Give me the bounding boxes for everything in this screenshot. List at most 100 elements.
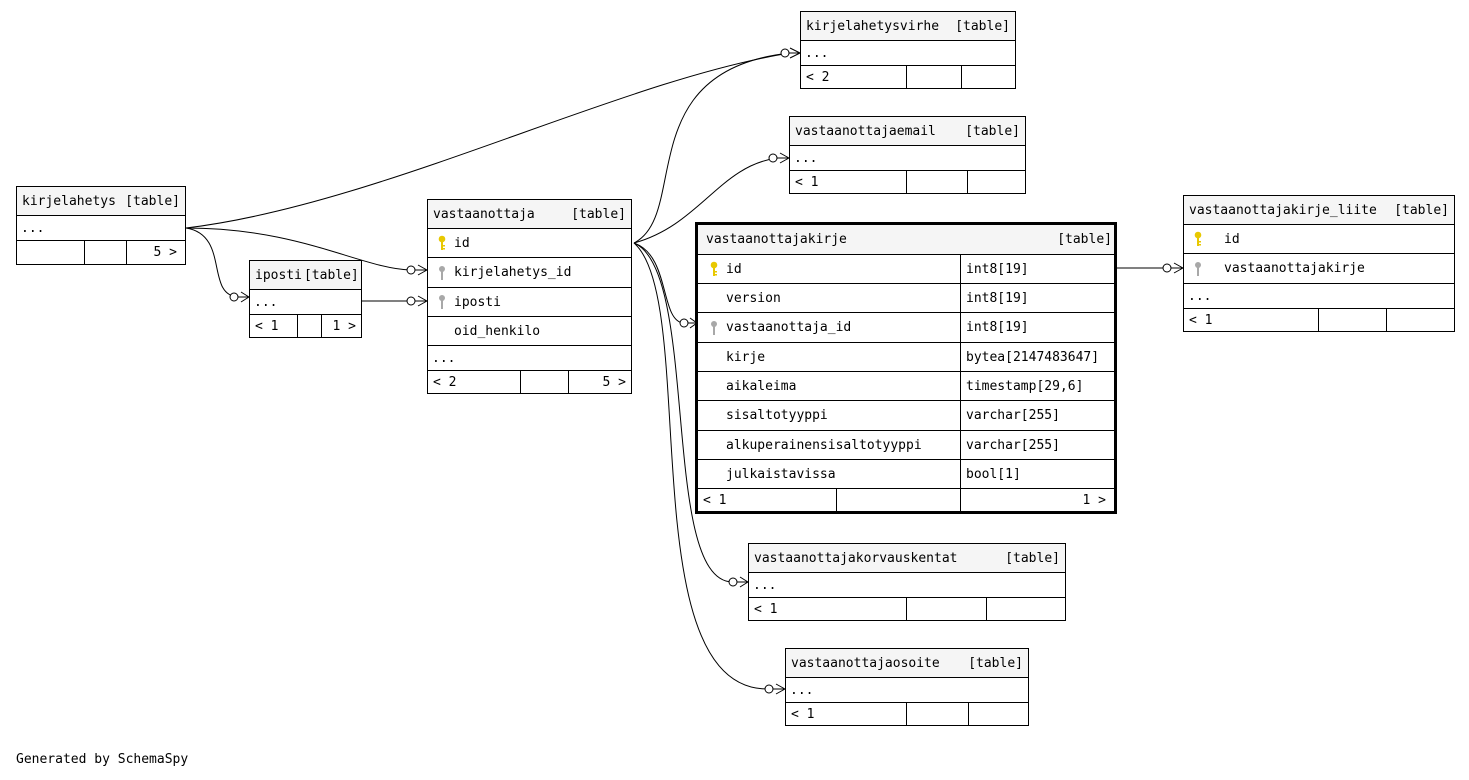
table-type-tag: [table] (1005, 550, 1060, 566)
table-header: vastaanottajakirje [table] (698, 225, 1114, 255)
crow-foot-vastaanottaja-iposti (406, 295, 428, 307)
crow-foot-osoite (764, 683, 786, 695)
column-row: kirje bytea[2147483647] (698, 343, 1114, 372)
ellipsis-row: ... (790, 146, 1025, 171)
column-type: int8[19] (960, 255, 1114, 283)
table-header: vastaanottajakirje_liite [table] (1184, 196, 1454, 225)
crow-foot-vastaanottaja-kirjelahetys (406, 264, 428, 276)
primary-key-icon (1190, 231, 1206, 247)
parent-count: < 1 (255, 318, 279, 334)
column-type: int8[19] (960, 313, 1114, 342)
table-kirjelahetys[interactable]: kirjelahetys [table] ... 5 > (16, 186, 186, 265)
table-type-tag: [table] (955, 18, 1010, 34)
ellipsis-row: ... (1184, 284, 1454, 309)
parent-count: < 1 (791, 706, 815, 722)
ellipsis-row: ... (786, 678, 1028, 703)
table-vastaanottaja[interactable]: vastaanottaja [table] id kirjelahetys_id… (427, 199, 632, 394)
ellipsis-row: ... (17, 216, 185, 241)
table-footer: < 1 1 > (250, 315, 361, 337)
table-footer: < 1 (749, 598, 1065, 620)
footer-middle (1318, 309, 1386, 331)
generated-by-label: Generated by SchemaSpy (16, 752, 189, 767)
column-type: varchar[255] (960, 431, 1114, 459)
footer-middle (297, 315, 321, 337)
table-name: vastaanottajaemail (795, 123, 936, 139)
table-footer: < 2 5 > (428, 371, 631, 393)
footer-middle (906, 598, 986, 620)
column-row: id (1184, 225, 1454, 254)
column-name: kirjelahetys_id (454, 265, 572, 280)
table-header: vastaanottajakorvauskentat [table] (749, 544, 1065, 573)
table-vastaanottajakirje[interactable]: vastaanottajakirje [table] id int8[19] v… (695, 222, 1117, 514)
column-name: id (454, 235, 470, 251)
table-type-tag: [table] (968, 655, 1023, 671)
parent-count: < 1 (754, 601, 778, 617)
column-row: id int8[19] (698, 255, 1114, 284)
table-name: vastaanottajaosoite (791, 655, 940, 671)
parent-count: < 2 (806, 69, 830, 85)
child-count: 5 > (126, 241, 185, 264)
child-count (986, 598, 1065, 620)
table-vastaanottajakorvauskentat[interactable]: vastaanottajakorvauskentat [table] ... <… (748, 543, 1066, 621)
column-type: varchar[255] (960, 401, 1114, 430)
crow-foot-kirjelahetysvirhe (780, 47, 801, 59)
table-footer: < 1 (790, 171, 1025, 193)
table-type-tag: [table] (1057, 232, 1112, 247)
column-type: bytea[2147483647] (960, 343, 1114, 371)
footer-middle (84, 241, 126, 264)
column-row: kirjelahetys_id (428, 258, 631, 288)
column-name: id (726, 261, 742, 277)
table-footer: < 1 (1184, 309, 1454, 331)
child-count: 5 > (568, 371, 631, 393)
ellipsis-row: ... (428, 346, 631, 371)
table-iposti[interactable]: iposti [table] ... < 1 1 > (249, 260, 362, 338)
table-vastaanottajakirje-liite[interactable]: vastaanottajakirje_liite [table] id vast… (1183, 195, 1455, 332)
column-name: vastaanottajakirje (1224, 261, 1365, 276)
column-row: sisaltotyyppi varchar[255] (698, 401, 1114, 431)
column-row: oid_henkilo (428, 317, 631, 346)
table-kirjelahetysvirhe[interactable]: kirjelahetysvirhe [table] ... < 2 (800, 11, 1016, 89)
foreign-key-icon (1190, 261, 1206, 277)
column-row: iposti (428, 288, 631, 317)
column-type: timestamp[29,6] (960, 372, 1114, 400)
table-name: kirjelahetys (22, 193, 116, 209)
child-count (1386, 309, 1454, 331)
column-row: alkuperainensisaltotyyppi varchar[255] (698, 431, 1114, 460)
footer-middle (906, 66, 961, 88)
column-name: id (1224, 231, 1240, 247)
child-count (967, 171, 1025, 193)
table-header: vastaanottajaemail [table] (790, 117, 1025, 146)
table-vastaanottajaosoite[interactable]: vastaanottajaosoite [table] ... < 1 (785, 648, 1029, 726)
ellipsis-row: ... (250, 290, 361, 315)
column-row: version int8[19] (698, 284, 1114, 313)
footer-middle (906, 703, 968, 725)
ellipsis-row: ... (801, 41, 1015, 66)
table-header: vastaanottaja [table] (428, 200, 631, 229)
table-name: vastaanottajakirje_liite (1189, 202, 1377, 218)
child-count (961, 66, 1015, 88)
table-name: kirjelahetysvirhe (806, 18, 940, 34)
foreign-key-icon (434, 265, 450, 281)
column-name: oid_henkilo (454, 323, 541, 339)
child-count: 1 > (321, 315, 361, 337)
table-type-tag: [table] (1394, 202, 1449, 218)
column-row: julkaistavissa bool[1] (698, 460, 1114, 489)
table-header: iposti [table] (250, 261, 361, 290)
column-row: id (428, 229, 631, 258)
column-type: int8[19] (960, 284, 1114, 312)
foreign-key-icon (434, 294, 450, 310)
table-header: kirjelahetys [table] (17, 187, 185, 216)
table-header: kirjelahetysvirhe [table] (801, 12, 1015, 41)
edge-vastaanottaja-korvauskentat (633, 242, 733, 583)
footer-middle (520, 371, 568, 393)
parent-count: < 2 (433, 374, 457, 390)
crow-foot-iposti (229, 291, 250, 303)
column-type: bool[1] (960, 460, 1114, 488)
table-vastaanottajaemail[interactable]: vastaanottajaemail [table] ... < 1 (789, 116, 1026, 194)
crow-foot-liite (1162, 262, 1184, 274)
table-type-tag: [table] (303, 267, 359, 283)
parent-count: < 1 (795, 174, 819, 190)
table-name: vastaanottajakirje (706, 232, 847, 247)
parent-count: < 1 (703, 492, 727, 508)
child-count: 1 > (960, 489, 1114, 511)
